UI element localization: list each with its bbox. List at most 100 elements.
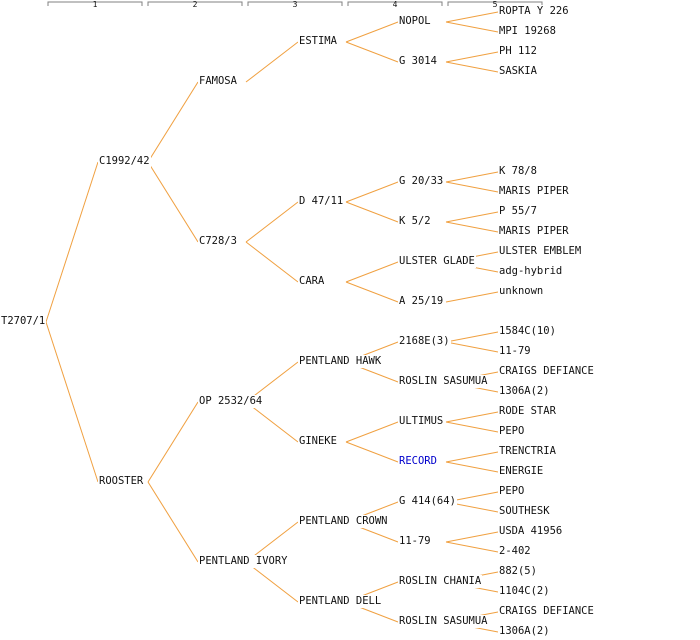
gen5-parent: 1104C(2) <box>498 585 551 598</box>
gen1-parent: C1992/42 <box>98 155 151 168</box>
gen4-connector <box>445 461 499 473</box>
gen5-parent: ROPTA Y 226 <box>498 5 570 18</box>
gen5-parent: PEPO <box>498 485 526 498</box>
gen2-connector <box>245 561 299 603</box>
gen4-connector <box>445 51 499 63</box>
generation-number: 1 <box>92 0 98 9</box>
gen4-parent: G 3014 <box>398 55 438 68</box>
gen4-parent: ROSLIN CHANIA <box>398 575 483 588</box>
gen2-connector <box>245 41 299 83</box>
gen3-connector <box>345 261 399 283</box>
generation-bracket <box>147 1 243 6</box>
gen5-parent: 1306A(2) <box>498 385 551 398</box>
gen5-parent: 882(5) <box>498 565 538 578</box>
gen4-connector <box>445 421 499 433</box>
gen5-parent: USDA 41956 <box>498 525 564 538</box>
gen4-parent: ROSLIN SASUMUA <box>398 375 489 388</box>
gen4-parent: K 5/2 <box>398 215 432 228</box>
gen3-parent: CARA <box>298 275 326 288</box>
root-variety: T2707/1 <box>0 315 47 328</box>
gen3-parent: PENTLAND HAWK <box>298 355 383 368</box>
gen2-parent: FAMOSA <box>198 75 238 88</box>
gen3-connector <box>345 181 399 203</box>
gen4-parent: G 414(64) <box>398 495 457 508</box>
gen3-parent: PENTLAND CROWN <box>298 515 389 528</box>
gen4-connector <box>445 21 499 33</box>
gen4-parent: NOPOL <box>398 15 432 28</box>
root-connector <box>45 161 99 323</box>
gen4-connector <box>445 61 499 73</box>
gen4-connector <box>445 171 499 183</box>
record-link[interactable]: RECORD <box>398 455 438 468</box>
gen2-connector <box>245 401 299 443</box>
gen4-connector <box>445 211 499 223</box>
gen5-parent: MARIS PIPER <box>498 185 570 198</box>
generation-number: 5 <box>492 0 498 9</box>
gen5-parent: 11-79 <box>498 345 532 358</box>
gen3-connector <box>345 21 399 43</box>
gen4-parent: 11-79 <box>398 535 432 548</box>
gen3-parent: ESTIMA <box>298 35 338 48</box>
gen1-connector <box>147 481 199 563</box>
gen5-parent: SASKIA <box>498 65 538 78</box>
root-connector <box>45 321 99 483</box>
gen4-connector <box>445 221 499 233</box>
gen5-parent: adg-hybrid <box>498 265 564 278</box>
gen5-parent: CRAIGS DEFIANCE <box>498 605 595 618</box>
generation-bracket <box>47 1 143 6</box>
gen5-parent: PEPO <box>498 425 526 438</box>
gen3-connector <box>345 281 399 303</box>
gen4-connector <box>445 341 499 353</box>
gen4-parent: ROSLIN SASUMUA <box>398 615 489 628</box>
gen4-connector <box>445 331 499 343</box>
generation-bracket <box>247 1 343 6</box>
gen4-connector <box>445 541 499 553</box>
gen2-parent: PENTLAND IVORY <box>198 555 289 568</box>
gen4-connector <box>445 181 499 193</box>
gen4-parent: G 20/33 <box>398 175 445 188</box>
gen2-parent: C728/3 <box>198 235 238 248</box>
gen3-connector <box>345 201 399 223</box>
generation-number: 4 <box>392 0 398 9</box>
gen5-parent: 1584C(10) <box>498 325 557 338</box>
gen5-parent: K 78/8 <box>498 165 538 178</box>
gen3-connector <box>345 421 399 443</box>
gen1-connector <box>147 401 199 483</box>
gen5-parent: unknown <box>498 285 545 298</box>
generation-number: 3 <box>292 0 298 9</box>
gen4-connector <box>445 411 499 423</box>
generation-bracket <box>347 1 443 6</box>
gen2-connector <box>245 241 299 283</box>
gen4-parent: 2168E(3) <box>398 335 451 348</box>
gen5-parent: RODE STAR <box>498 405 557 418</box>
generation-bracket <box>447 1 543 6</box>
gen2-connector <box>245 201 299 243</box>
gen3-connector <box>345 441 399 463</box>
gen5-parent: MARIS PIPER <box>498 225 570 238</box>
gen4-parent: ULSTER GLADE <box>398 255 476 268</box>
gen5-parent: TRENCTRIA <box>498 445 557 458</box>
gen4-parent: A 25/19 <box>398 295 445 308</box>
gen5-parent: ENERGIE <box>498 465 545 478</box>
gen2-parent: OP 2532/64 <box>198 395 264 408</box>
gen1-connector <box>147 81 199 163</box>
gen1-parent: ROOSTER <box>98 475 145 488</box>
gen3-parent: GINEKE <box>298 435 338 448</box>
gen5-parent: 1306A(2) <box>498 625 551 638</box>
gen5-parent: MPI 19268 <box>498 25 557 38</box>
gen4-parent: ULTIMUS <box>398 415 445 428</box>
gen5-parent: ULSTER EMBLEM <box>498 245 583 258</box>
gen4-connector <box>445 291 499 303</box>
gen5-parent: SOUTHESK <box>498 505 551 518</box>
gen5-parent: 2-402 <box>498 545 532 558</box>
gen1-connector <box>147 161 199 243</box>
gen4-connector <box>445 531 499 543</box>
gen5-parent: PH 112 <box>498 45 538 58</box>
gen5-parent: CRAIGS DEFIANCE <box>498 365 595 378</box>
gen3-parent: PENTLAND DELL <box>298 595 383 608</box>
generation-number: 2 <box>192 0 198 9</box>
gen4-connector <box>445 451 499 463</box>
gen3-parent: D 47/11 <box>298 195 345 208</box>
